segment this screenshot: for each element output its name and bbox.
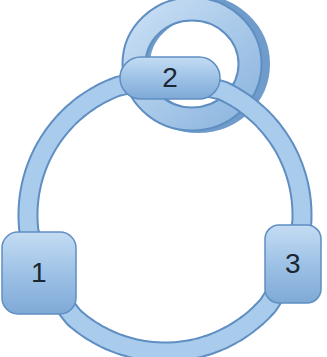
callout-number: 1: [31, 259, 47, 287]
block-outline: [265, 225, 321, 303]
block-outline: [2, 232, 76, 314]
ring-block: 2: [119, 56, 221, 100]
ring-segment: [41, 264, 293, 352]
block-outline: [120, 57, 220, 99]
ring-segment-group: [41, 264, 293, 352]
ring-block: 1: [1, 231, 77, 315]
callout-number: 3: [285, 250, 301, 278]
callout-number: 2: [162, 64, 178, 92]
ring-block: 3: [264, 224, 322, 304]
ring-segment-edge: [41, 264, 293, 352]
